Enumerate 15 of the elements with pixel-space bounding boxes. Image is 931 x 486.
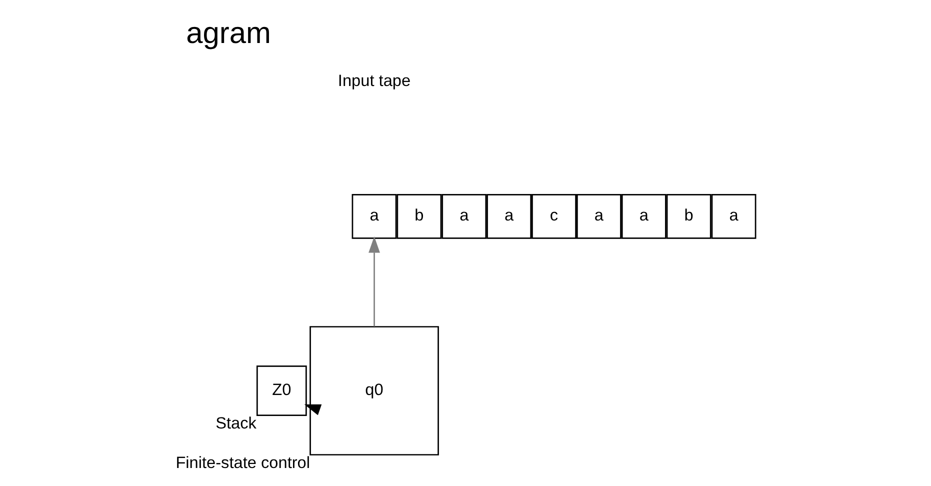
node-box: b: [396, 194, 442, 239]
node-box: a: [711, 194, 756, 239]
node-box: a: [621, 194, 666, 239]
node-box: c: [532, 194, 576, 239]
node-box: Z0: [256, 366, 307, 416]
node-label: Stack: [216, 414, 256, 432]
node-box: a: [442, 194, 487, 239]
diagram-title: agram: [186, 16, 271, 50]
node-box: a: [576, 194, 622, 239]
node-box: b: [666, 194, 712, 239]
node-label: Finite-state control: [176, 454, 310, 472]
arrow: [368, 236, 380, 326]
node-box: a: [486, 194, 532, 239]
node-box: a: [352, 194, 397, 239]
label: Input tape: [338, 72, 411, 90]
